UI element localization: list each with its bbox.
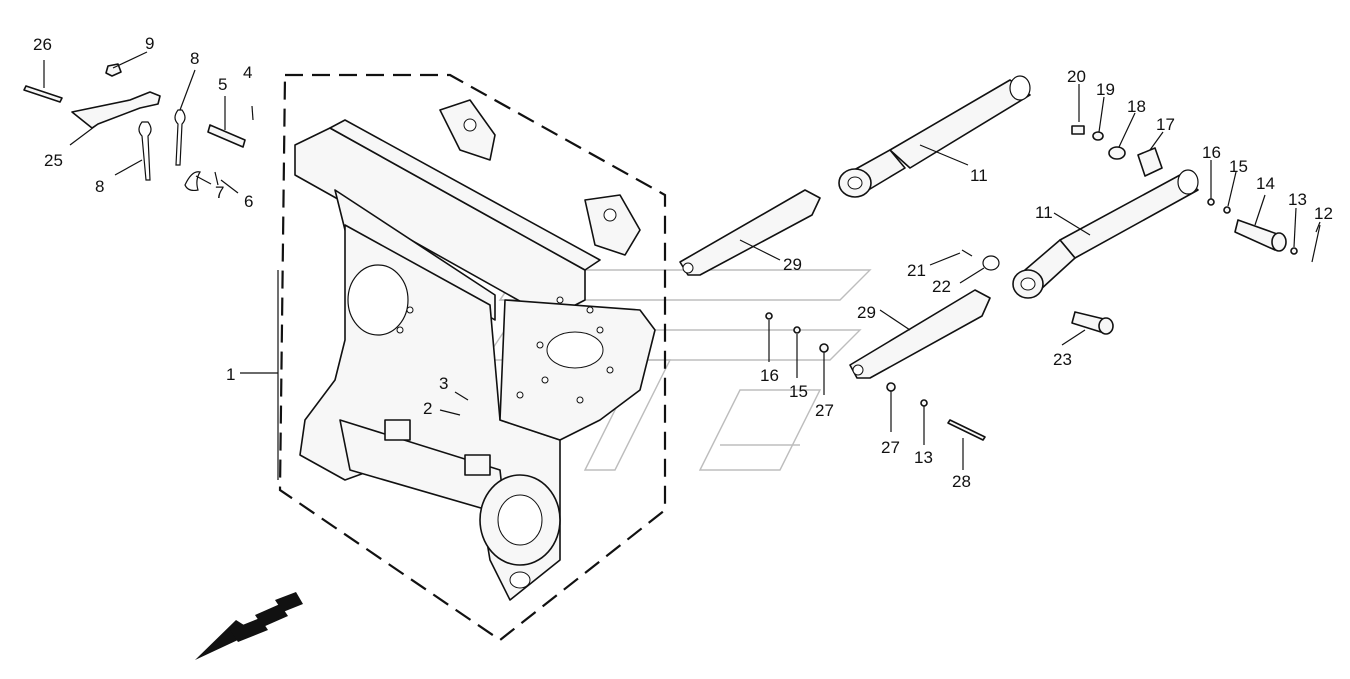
pin-part-21 [961, 249, 973, 257]
washer-part-15b [793, 326, 801, 334]
washer-part-15 [1223, 206, 1231, 214]
callout-20: 20 [1067, 67, 1086, 86]
callout-13a: 13 [1288, 190, 1307, 209]
link-arm-upper [679, 189, 821, 276]
callout-5: 5 [218, 75, 227, 94]
callout-7: 7 [215, 183, 224, 202]
callout-17: 17 [1156, 115, 1175, 134]
link-arm-lower [849, 289, 991, 379]
callout-11a: 11 [970, 166, 988, 185]
callout-1: 1 [226, 365, 235, 384]
callout-3: 3 [439, 374, 448, 393]
callout-4: 4 [243, 63, 252, 82]
loader-frame [294, 99, 656, 601]
pin-part-6 [214, 171, 219, 186]
callout-23: 23 [1053, 350, 1072, 369]
bolt-part-28 [947, 419, 986, 441]
pin-part-4 [251, 105, 254, 121]
nut-part-13b [920, 399, 928, 407]
callout-25: 25 [44, 151, 63, 170]
bushing-part-17 [1137, 147, 1163, 177]
callout-9: 9 [145, 34, 154, 53]
washer-part-18 [1108, 146, 1126, 160]
callout-27b: 27 [881, 438, 900, 457]
callout-29a: 29 [783, 255, 802, 274]
direction-arrow-icon [195, 592, 303, 660]
hydraulic-cylinder-upper [838, 75, 1031, 198]
callout-27a: 27 [815, 401, 834, 420]
nut-part-16b [765, 312, 773, 320]
pin-part-14 [1234, 219, 1287, 252]
callout-13b: 13 [914, 448, 933, 467]
leader-lines [43, 51, 1321, 480]
hydraulic-cylinder-lower [1012, 169, 1199, 299]
cotter-pin-part-8b [138, 121, 152, 181]
callout-15a: 15 [1229, 157, 1248, 176]
callout-21: 21 [907, 261, 926, 280]
ring-part-22 [982, 255, 1000, 271]
bolt-part-20 [1071, 125, 1085, 135]
callout-22: 22 [932, 277, 951, 296]
callout-19: 19 [1096, 80, 1115, 99]
washer-part-27a [819, 343, 829, 353]
callout-26: 26 [33, 35, 52, 54]
washer-part-19 [1092, 131, 1104, 141]
clip-part-7 [184, 171, 201, 192]
washer-part-27b [886, 382, 896, 392]
callout-14: 14 [1256, 174, 1275, 193]
callout-11b: 11 [1035, 203, 1053, 222]
frame-assembly-boundary [278, 73, 667, 642]
nut-part-9 [105, 63, 122, 77]
callout-15b: 15 [789, 382, 808, 401]
callout-2: 2 [423, 399, 432, 418]
nut-part-16 [1207, 198, 1215, 206]
callout-labels: 1 2 3 4 5 6 7 8 8 9 11 11 12 13 13 14 15… [33, 34, 1333, 491]
callout-8b: 8 [95, 177, 104, 196]
callout-28: 28 [952, 472, 971, 491]
callout-18: 18 [1127, 97, 1146, 116]
pin-part-23 [1071, 311, 1114, 335]
pin-part-5 [207, 124, 246, 148]
pin-part-26 [23, 85, 63, 103]
callout-16a: 16 [1202, 143, 1221, 162]
callout-12: 12 [1314, 204, 1333, 223]
callout-29b: 29 [857, 303, 876, 322]
cotter-pin-part-8a [174, 109, 186, 166]
bolt-part-12 [1311, 224, 1321, 263]
callout-6: 6 [244, 192, 253, 211]
nut-part-13 [1290, 247, 1298, 255]
callout-8a: 8 [190, 49, 199, 68]
callout-16b: 16 [760, 366, 779, 385]
